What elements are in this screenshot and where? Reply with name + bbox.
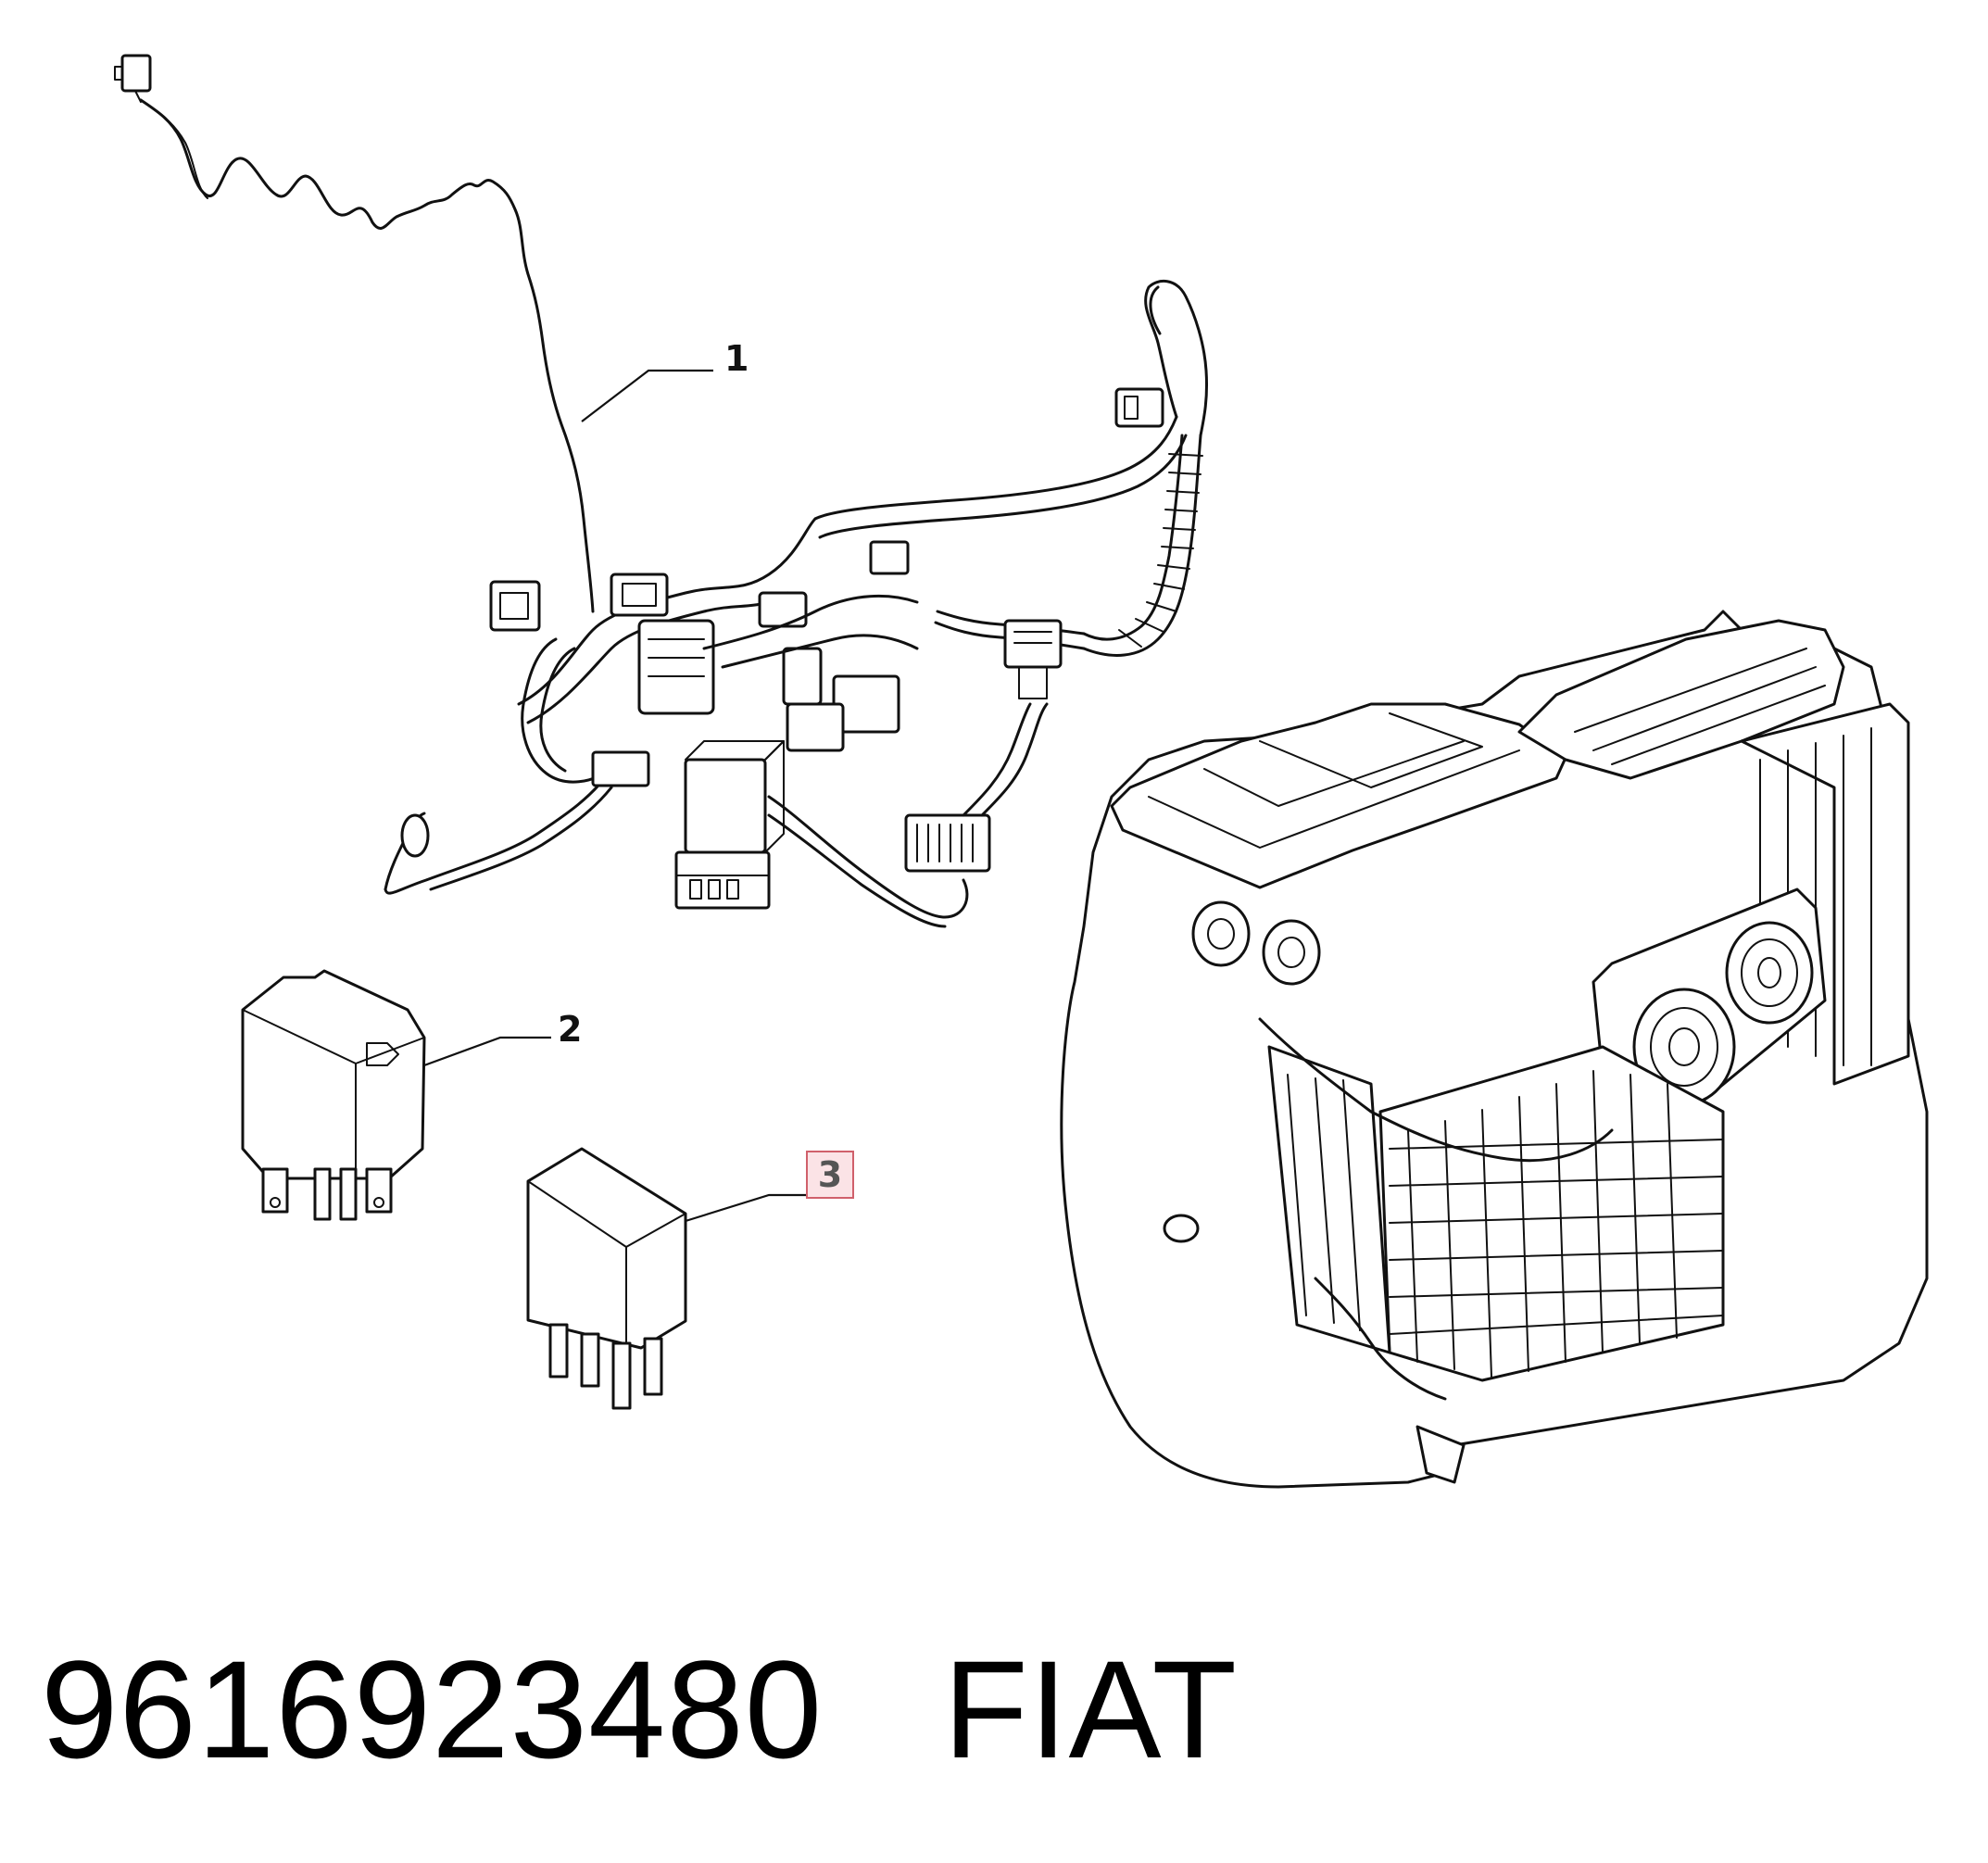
callout-number-1: 1: [724, 338, 749, 379]
callout-number-2: 2: [558, 1009, 583, 1050]
wiring-harness: [114, 54, 1209, 928]
relay-large: [241, 969, 426, 1221]
leader-line-2: [423, 1036, 551, 1067]
part-number: 9616923480: [41, 1631, 824, 1787]
hvac-knob-left: [1632, 988, 1736, 1106]
hvac-knob-right: [1725, 921, 1814, 1025]
harness-wrap-ribs: [1118, 453, 1203, 648]
caption: 9616923480 FIAT: [41, 1640, 1238, 1779]
relay-small: [526, 1147, 687, 1410]
leader-line-1: [581, 369, 713, 422]
harness-relay-block: [674, 740, 785, 910]
hvac-heater-unit: [1060, 610, 1929, 1489]
harness-top-connector: [114, 54, 152, 103]
leader-line-3: [685, 1193, 806, 1223]
brand-name: FIAT: [943, 1631, 1239, 1787]
harness-connector-cluster: [489, 540, 919, 784]
hvac-core-grid: [1389, 1070, 1724, 1378]
callout-highlight-3: 3: [806, 1151, 854, 1199]
callout-number-3: 3: [817, 1154, 843, 1195]
